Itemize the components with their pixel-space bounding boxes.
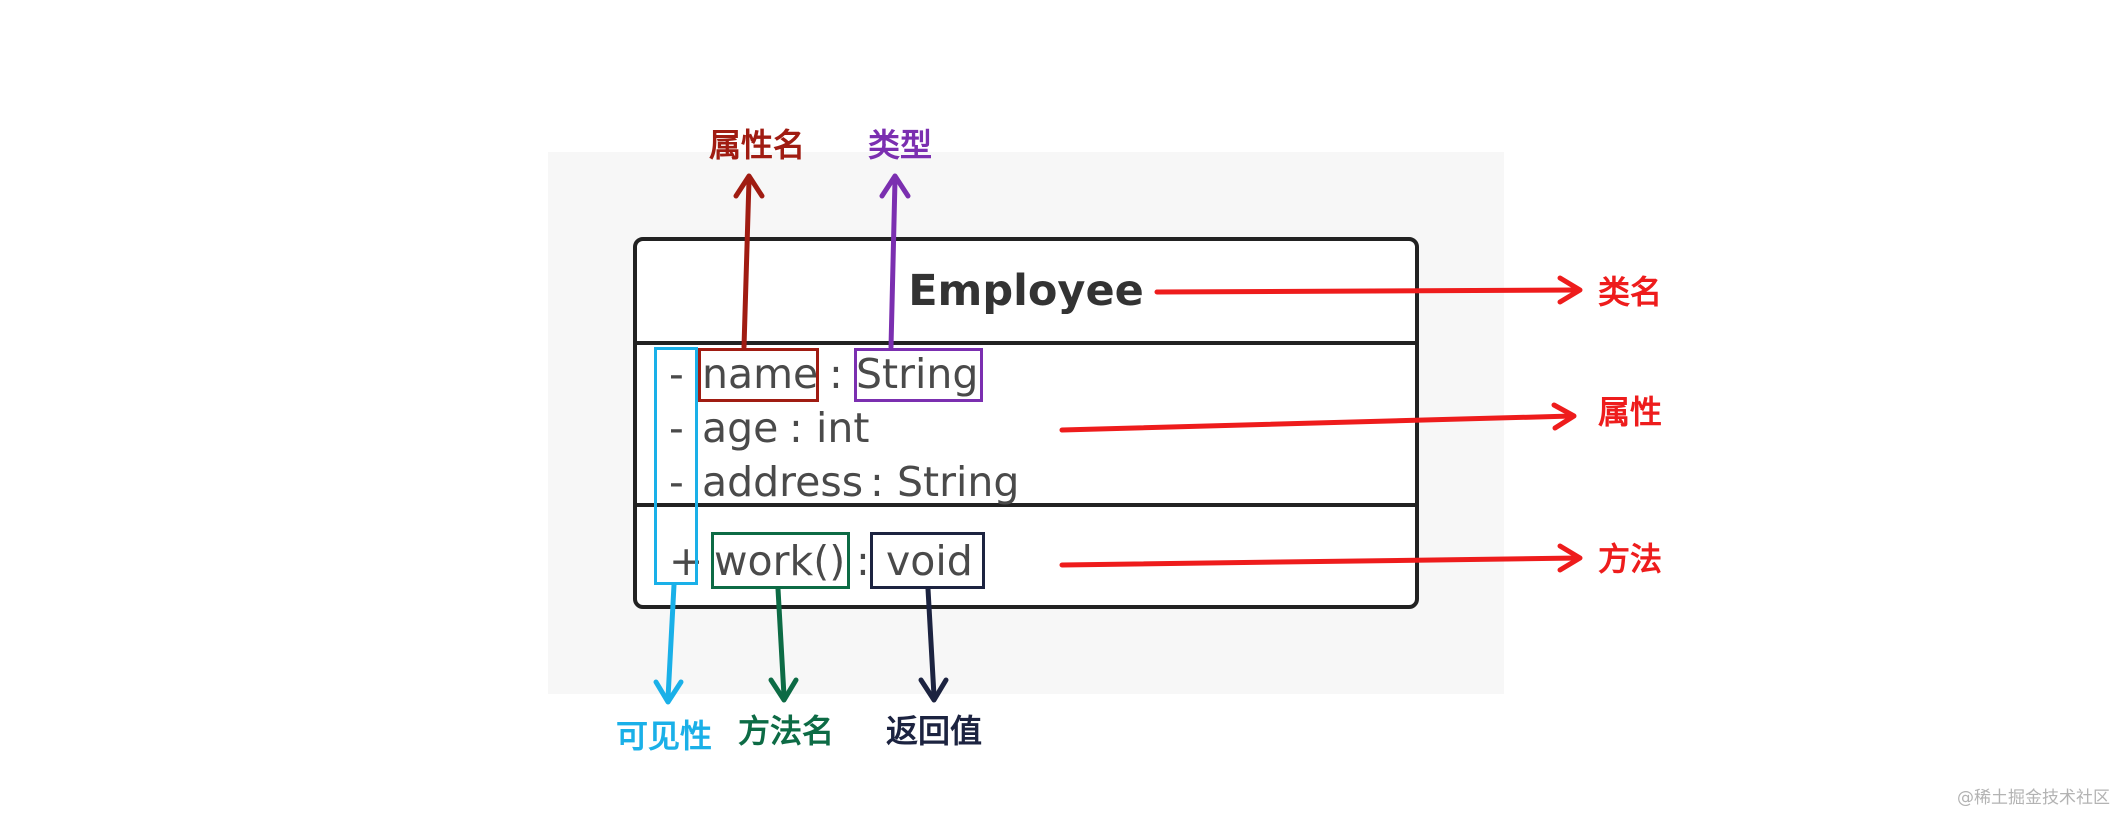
class-name-divider [637, 341, 1415, 345]
label-attributes: 属性 [1598, 393, 1663, 431]
arrow-visibility [653, 582, 684, 705]
method-name-highlight [711, 532, 850, 589]
label-class-name: 类名 [1598, 273, 1663, 311]
method-name: work() [714, 537, 846, 585]
watermark: @稀土掘金技术社区 [1957, 788, 2110, 808]
type-highlight [854, 348, 983, 402]
attribute-separator: : [829, 350, 843, 398]
attribute-visibility: - [669, 350, 684, 398]
label-method-name: 方法名 [738, 712, 835, 750]
label-visibility: 可见性 [616, 717, 713, 755]
method-return-type: void [886, 537, 973, 585]
attribute-separator: : [789, 404, 803, 452]
attribute-visibility: - [669, 404, 684, 452]
attribute-name-highlight [698, 348, 819, 402]
label-attribute-name: 属性名 [709, 126, 806, 164]
attribute-type: String [856, 350, 979, 398]
attribute-visibility: - [669, 458, 684, 506]
arrow-class-name [1154, 275, 1583, 305]
arrow-method-name [768, 586, 799, 703]
arrow-attributes [1059, 402, 1577, 433]
attribute-name: name [702, 350, 819, 398]
attribute-separator: : [870, 458, 884, 506]
arrow-methods [1059, 543, 1583, 573]
arrow-type [879, 173, 911, 350]
attribute-type: String [897, 458, 1020, 506]
class-name: Employee [908, 266, 1144, 316]
method-separator: : [856, 537, 870, 585]
label-methods: 方法 [1598, 540, 1663, 578]
attributes-divider [637, 503, 1415, 507]
attribute-name: age [702, 404, 779, 452]
label-type: 类型 [868, 126, 933, 164]
attribute-type: int [816, 404, 870, 452]
attribute-name: address [702, 458, 864, 506]
arrow-attribute-name [733, 173, 765, 350]
label-return-value: 返回值 [886, 712, 983, 750]
arrow-return-value [918, 586, 949, 703]
